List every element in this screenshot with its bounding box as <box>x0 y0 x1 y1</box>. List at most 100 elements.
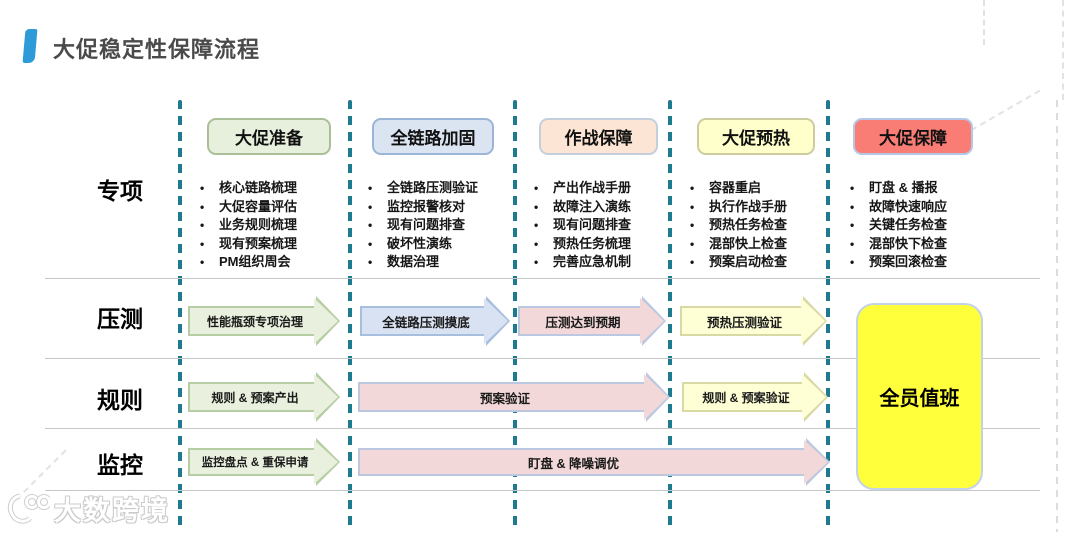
bullet-icon: • <box>200 255 205 270</box>
list-item: •全链路压测验证 <box>360 179 512 198</box>
bullet-icon: • <box>200 181 205 195</box>
phase-header-label: 大促预热 <box>722 129 790 148</box>
bullet-icon: • <box>850 255 855 270</box>
row-label-monitor: 监控 <box>97 452 143 478</box>
bullet-icon: • <box>850 181 855 195</box>
column-divider-faint <box>1056 100 1058 532</box>
list-item: •PM组织周会 <box>192 253 344 272</box>
phase-header-fulllink: 全链路加固 <box>372 118 494 155</box>
row-divider <box>45 428 1040 429</box>
list-item: •盯盘 & 播报 <box>842 179 992 198</box>
column-divider <box>513 100 517 532</box>
list-item: •核心链路梳理 <box>192 179 344 198</box>
page-title: 大促稳定性保障流程 <box>53 37 261 62</box>
bullet-icon: • <box>200 236 205 251</box>
bullet-icon: • <box>690 199 695 214</box>
list-item: •预热任务梳理 <box>526 235 671 254</box>
arrow-label: 监控盘点 & 重保申请 <box>201 457 309 469</box>
arrow-rules-3: 规则 & 预案验证 <box>682 372 828 422</box>
list-item: •现有预案梳理 <box>192 235 344 254</box>
arrow-rules-1: 规则 & 预案产出 <box>188 372 340 422</box>
arrow-monitor-2: 盯盘 & 降噪调优 <box>358 438 830 486</box>
duty-box-label: 全员值班 <box>879 388 960 410</box>
bullet-icon: • <box>850 199 855 214</box>
column-divider <box>668 100 672 532</box>
arrow-label: 预案验证 <box>479 391 530 406</box>
bullet-icon: • <box>534 199 539 214</box>
list-item: •破坏性演练 <box>360 235 512 254</box>
bullet-icon: • <box>368 199 373 214</box>
bullet-icon: • <box>368 236 373 251</box>
arrow-label: 预热压测验证 <box>706 315 782 330</box>
list-item: •预案启动检查 <box>682 253 824 272</box>
phase-header-label: 作战保障 <box>564 129 633 148</box>
list-item: •执行作战手册 <box>682 198 824 217</box>
hex-decoration-icon <box>961 89 1041 137</box>
list-item: •预热任务检查 <box>682 216 824 235</box>
bullet-icon: • <box>534 218 539 233</box>
column-divider <box>178 100 182 532</box>
phase-header-preparation: 大促准备 <box>207 118 331 155</box>
list-item: •故障注入演练 <box>526 198 671 217</box>
list-item: •业务规则梳理 <box>192 216 344 235</box>
arrow-stress-4: 预热压测验证 <box>680 296 827 346</box>
bullet-icon: • <box>200 199 205 214</box>
phase-header-label: 大促保障 <box>879 129 947 148</box>
title-accent-bar <box>22 29 38 63</box>
row-label-stress: 压测 <box>97 306 143 332</box>
hex-decoration-icon <box>1062 0 1064 100</box>
bullet-icon: • <box>534 255 539 270</box>
list-item: •预案回滚检查 <box>842 253 992 272</box>
task-list-guarantee: •盯盘 & 播报 •故障快速响应 •关键任务检查 •混部快下检查 •预案回滚检查 <box>842 179 992 272</box>
arrow-monitor-1: 监控盘点 & 重保申请 <box>188 438 340 486</box>
list-item: •数据治理 <box>360 253 512 272</box>
phase-header-preheat: 大促预热 <box>697 118 815 155</box>
arrow-label: 全链路压测摸底 <box>382 315 470 330</box>
phase-header-label: 大促准备 <box>235 129 303 148</box>
watermark-text: 大数跨境 <box>54 496 170 526</box>
task-list-fulllink: •全链路压测验证 •监控报警核对 •现有问题排查 •破坏性演练 •数据治理 <box>360 179 512 272</box>
duty-box: 全员值班 <box>856 303 983 490</box>
hex-decoration-icon <box>983 0 985 45</box>
bullet-icon: • <box>368 255 373 270</box>
column-divider <box>826 100 830 532</box>
list-item: •故障快速响应 <box>842 198 992 217</box>
list-item: •监控报警核对 <box>360 198 512 217</box>
list-item: •容器重启 <box>682 179 824 198</box>
bullet-icon: • <box>690 236 695 251</box>
bullet-icon: • <box>200 218 205 233</box>
list-item: •关键任务检查 <box>842 216 992 235</box>
row-divider <box>45 490 1040 491</box>
watermark-logo-icon <box>7 493 50 524</box>
row-divider <box>45 278 1040 279</box>
arrow-label: 规则 & 预案产出 <box>211 390 299 405</box>
column-divider <box>348 100 352 532</box>
phase-header-guarantee: 大促保障 <box>853 118 973 155</box>
arrow-stress-2: 全链路压测摸底 <box>360 296 510 346</box>
list-item: •完善应急机制 <box>526 253 671 272</box>
phase-header-combat: 作战保障 <box>539 118 658 155</box>
bullet-icon: • <box>534 236 539 251</box>
bullet-icon: • <box>690 181 695 195</box>
arrow-rules-2: 预案验证 <box>358 372 670 422</box>
row-divider <box>45 358 1040 359</box>
bullet-icon: • <box>368 218 373 233</box>
bullet-icon: • <box>850 236 855 251</box>
list-item: •现有问题排查 <box>360 216 512 235</box>
list-item: •现有问题排查 <box>526 216 671 235</box>
arrow-stress-1: 性能瓶颈专项治理 <box>188 296 340 346</box>
arrow-label: 压测达到预期 <box>545 315 621 330</box>
arrow-label: 盯盘 & 降噪调优 <box>528 456 619 471</box>
arrow-stress-3: 压测达到预期 <box>518 296 666 346</box>
row-label-special: 专项 <box>97 178 143 204</box>
row-label-rules: 规则 <box>97 387 143 413</box>
task-list-combat: •产出作战手册 •故障注入演练 •现有问题排查 •预热任务梳理 •完善应急机制 <box>526 179 671 272</box>
list-item: •大促容量评估 <box>192 198 344 217</box>
bullet-icon: • <box>368 181 373 195</box>
bullet-icon: • <box>690 255 695 270</box>
bullet-icon: • <box>690 218 695 233</box>
watermark: 大数跨境 <box>6 489 170 528</box>
task-list-preparation: •核心链路梳理 •大促容量评估 •业务规则梳理 •现有预案梳理 •PM组织周会 <box>192 179 344 272</box>
bullet-icon: • <box>850 218 855 233</box>
list-item: •混部快上检查 <box>682 235 824 254</box>
